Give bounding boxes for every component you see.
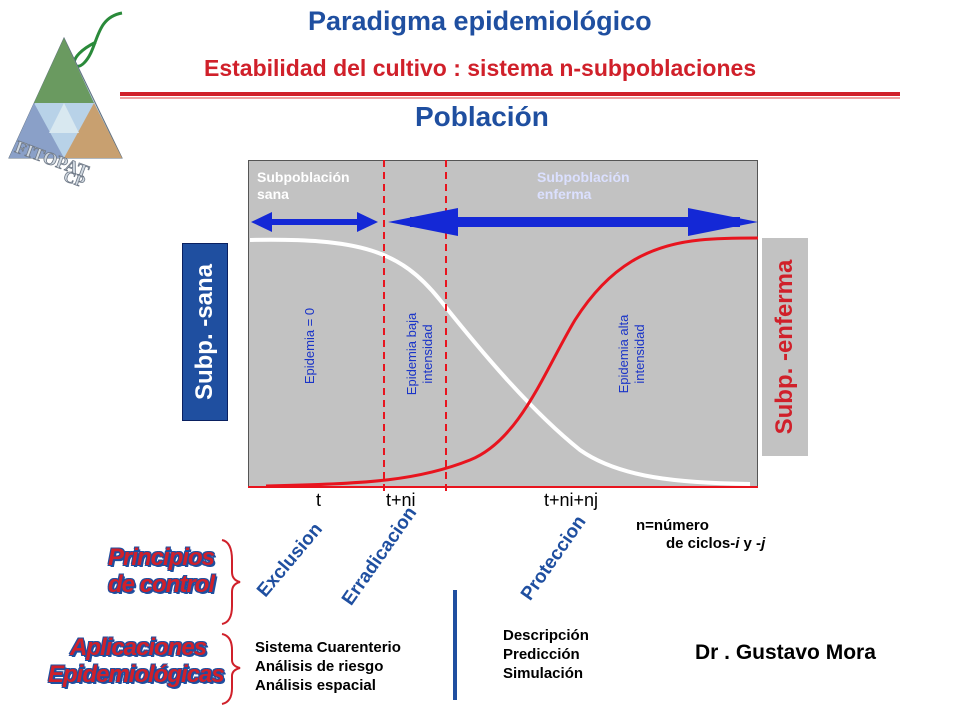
brace-aplicaciones [221,633,241,705]
plot-frame [248,160,758,488]
author-credit: Dr . Gustavo Mora [695,641,876,664]
arrow-sana [251,212,378,232]
page-subtitle: Estabilidad del cultivo : sistema n-subp… [204,55,757,81]
side-label-sana-box [182,243,228,421]
side-label-enferma: Subp. -enferma [771,259,798,435]
side-label-sana: Subp. -sana [191,263,218,401]
tick-t-ni-nj: t+ni+nj [544,490,599,510]
header-divider [120,92,900,96]
phase-epidemia-cero: Epidemia = 0 [302,307,317,385]
brace-principios [221,539,241,625]
cycles-note: n=número de ciclos-i y -j [636,517,766,552]
side-label-enferma-box [762,238,808,456]
healthy-curve [249,237,751,486]
diseased-curve [265,236,759,488]
header-divider-shadow [120,97,900,99]
page-title: Paradigma epidemiológico [308,6,652,36]
tick-t-ni: t+ni [386,490,416,510]
section-heading: Población [415,101,549,132]
tick-t: t [316,490,322,510]
pyramid-logo-icon: FITOPAT CP [8,11,123,188]
arrow-enferma [388,208,758,236]
svg-text:CP: CP [61,168,87,188]
